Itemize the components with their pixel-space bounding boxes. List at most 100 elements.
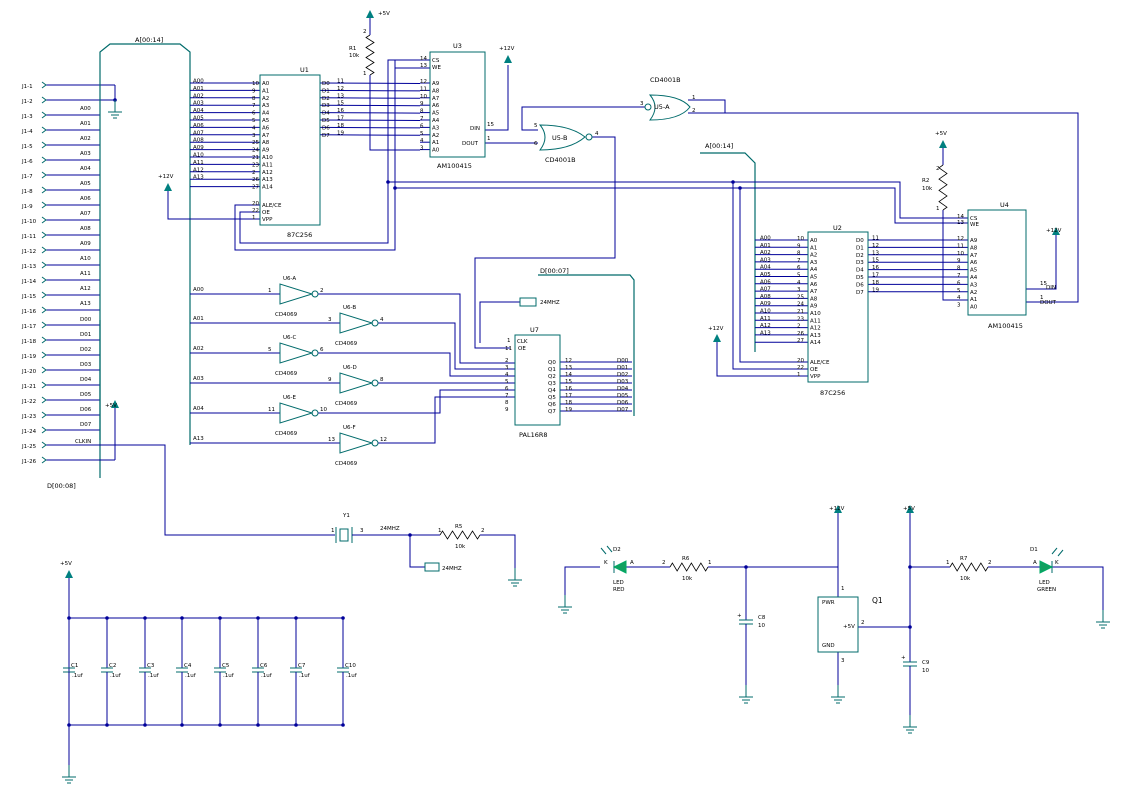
- u2-pin: A7: [810, 289, 818, 295]
- addr-net-label: A11: [80, 271, 91, 277]
- wire: [739, 188, 808, 363]
- u2-pin-num: 9: [797, 243, 801, 249]
- u2-pin-num: 7: [797, 258, 801, 264]
- u3-pin: A0: [432, 148, 440, 154]
- u3-num: 6: [420, 123, 424, 129]
- u1-net: A03: [193, 101, 204, 107]
- connector-pin-label: J1-3: [21, 114, 33, 120]
- data-net-label: D00: [80, 317, 92, 323]
- u1-pin: A3: [262, 103, 270, 109]
- connector-pin-label: J1-16: [21, 309, 37, 315]
- wire: [1026, 235, 1057, 290]
- u6-in-pin: 1: [268, 288, 272, 294]
- u4-dout: DOUT: [1040, 300, 1057, 306]
- u2-pin: A13: [810, 333, 821, 339]
- connector-pin-label: J1-7: [21, 174, 33, 180]
- r5-val: 10k: [455, 544, 466, 550]
- u4-num: 7: [957, 273, 961, 279]
- r7-resistor: [949, 562, 989, 572]
- r7-p1: 1: [946, 560, 950, 566]
- u2-pin: A6: [810, 282, 818, 288]
- u3-doutnum: 1: [487, 136, 491, 142]
- u1-part: 87C256: [287, 231, 312, 239]
- r5-p2: 2: [481, 528, 485, 534]
- u5a-pin1: 1: [692, 95, 696, 101]
- clock-net-flag: 24MHZ: [442, 566, 462, 572]
- data-net-label: D04: [80, 377, 92, 383]
- connector-pin-label: J1-25: [21, 444, 37, 450]
- wire: [479, 301, 520, 343]
- addr-net-label: A06: [80, 196, 91, 202]
- wire: [395, 187, 968, 224]
- u1-dpin: D4: [322, 111, 330, 117]
- cap-val: .1uf: [346, 673, 358, 679]
- connector-pin-icon: [41, 171, 47, 179]
- u7-onet: D01: [617, 365, 628, 371]
- u7-onum: 15: [565, 379, 572, 385]
- power-arrow-icon: [366, 10, 374, 18]
- wire: [716, 342, 808, 377]
- u7-onet: D07: [617, 407, 629, 413]
- u7-oenum: 11: [505, 346, 512, 352]
- wire: [167, 185, 260, 220]
- u2-pin: A10: [810, 311, 821, 317]
- c9-ref: C9: [922, 660, 930, 666]
- led-rays-icon: [600, 545, 613, 555]
- u1-net: A12: [193, 167, 204, 173]
- wire: [688, 99, 1079, 303]
- u4-topnum: 14: [957, 214, 964, 220]
- u4-pin: A3: [970, 282, 978, 288]
- u2-dnum: 15: [872, 258, 879, 264]
- u2-pin: A4: [810, 267, 818, 273]
- power-label: +5V: [60, 561, 72, 567]
- u2-net: A03: [760, 257, 771, 263]
- wire: [564, 566, 600, 595]
- d2-a: A: [630, 560, 634, 566]
- cap-ref: C1: [71, 663, 78, 669]
- u5b-nor-icon: [538, 124, 586, 151]
- addr-net-label: A01: [80, 121, 91, 127]
- u1-ctrl: VPP: [262, 217, 273, 223]
- u7-onet: D05: [617, 393, 629, 399]
- q1-gnd: GND: [822, 643, 835, 649]
- u6-out-pin: 10: [320, 407, 327, 413]
- addr-net-label: A13: [80, 301, 91, 307]
- u6-inverter-1-icon-bubble: [371, 319, 379, 327]
- u7-part: PAL16R8: [519, 431, 548, 439]
- u3-din: DIN: [470, 126, 480, 132]
- c9-val: 10: [922, 668, 929, 674]
- u1-dpin: D5: [322, 118, 330, 124]
- u1-pin-num: 25: [252, 140, 259, 146]
- u7-innum: 8: [505, 400, 509, 406]
- wire: [234, 68, 396, 251]
- r2-p2: 2: [936, 166, 940, 172]
- connector-pin-label: J1-24: [21, 429, 37, 435]
- u1-pin: A2: [262, 96, 269, 102]
- u2-pin-num: 25: [797, 294, 804, 300]
- connector-pin-label: J1-6: [21, 159, 33, 165]
- q1-out: +5V: [843, 624, 855, 630]
- d2-l1: LED: [613, 580, 624, 586]
- u3-num: 11: [420, 86, 427, 92]
- cap-ref: C10: [345, 663, 356, 669]
- u1-dnum: 12: [337, 86, 344, 92]
- u1-dpin: D2: [322, 96, 330, 102]
- u6-net: A04: [193, 406, 204, 412]
- u1-pin-num: 6: [252, 111, 256, 117]
- u1-dpin: D6: [322, 125, 330, 131]
- u4-dinnum: 15: [1040, 281, 1047, 287]
- u1-ctrl-num: 20: [252, 201, 259, 207]
- r7-val: 10k: [960, 576, 971, 582]
- u1-net: A07: [193, 130, 204, 136]
- connector-pin-label: J1-11: [21, 234, 36, 240]
- connector-pin-label: J1-5: [21, 144, 33, 150]
- u2-pin-num: 2: [797, 324, 801, 330]
- u7-innum: 4: [505, 372, 509, 378]
- u5b-bubble: [585, 133, 593, 141]
- u2-net: A04: [760, 265, 771, 271]
- r5-p1: 1: [438, 528, 442, 534]
- u1-dnum: 17: [337, 116, 344, 122]
- u7-ref: U7: [530, 326, 539, 334]
- u1-pin: A0: [262, 81, 270, 87]
- u6-part: CD4069: [275, 312, 298, 318]
